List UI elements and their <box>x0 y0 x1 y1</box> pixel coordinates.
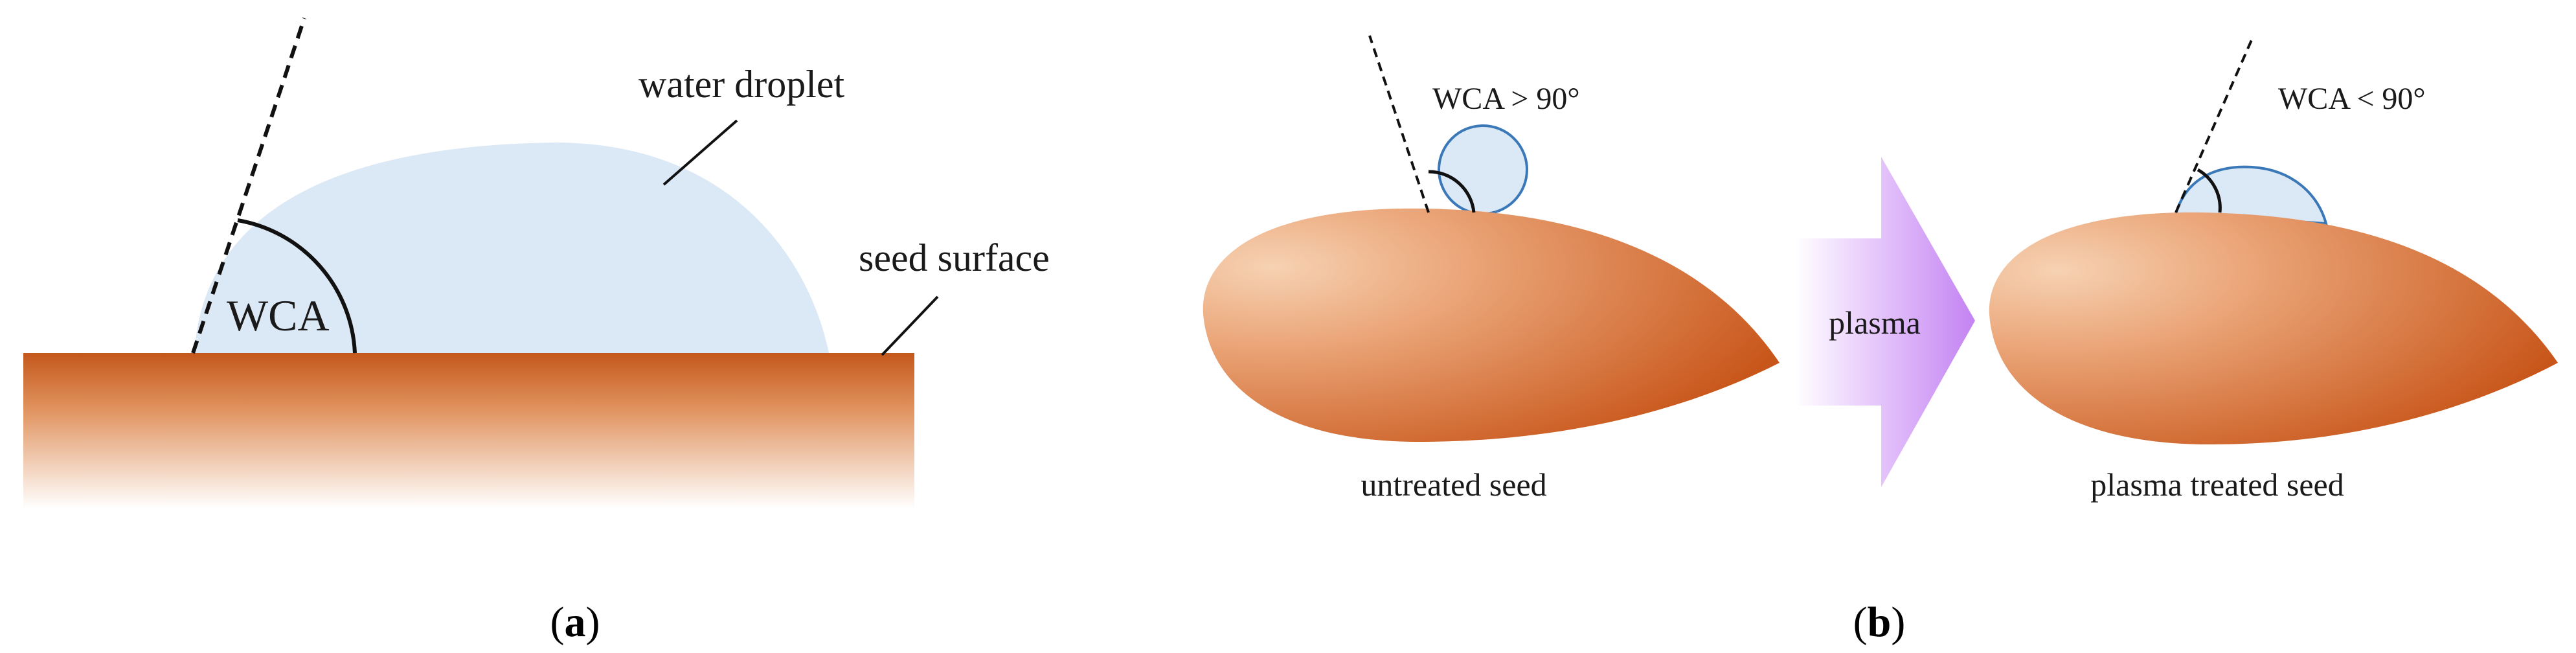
seed-surface <box>23 353 914 509</box>
surface-leader-line <box>881 295 939 356</box>
plasma-arrow-group: plasma <box>1795 157 1975 487</box>
droplet-untreated <box>1438 124 1528 215</box>
treated-seed-caption: plasma treated seed <box>2090 466 2344 503</box>
angle-arc-untreated <box>1428 170 1476 213</box>
seed-treated <box>1989 212 2558 445</box>
angle-arc-a <box>237 218 357 354</box>
panel-b-caption: (b) <box>1853 599 1906 646</box>
panel-b: WCA > 90° untreated seed plasma WCA < 90… <box>1203 35 2558 646</box>
water-droplet-a <box>194 143 829 353</box>
wca-label-a: WCA <box>227 291 330 340</box>
untreated-seed-caption: untreated seed <box>1361 466 1546 503</box>
treated-wca-label: WCA < 90° <box>2278 82 2426 116</box>
treated-seed-group: WCA < 90° plasma treated seed <box>1989 35 2558 503</box>
untreated-seed-group: WCA > 90° untreated seed <box>1203 35 1779 503</box>
droplet-leader-line <box>662 119 738 186</box>
plasma-arrow <box>1795 157 1975 487</box>
water-droplet-label: water droplet <box>638 63 845 106</box>
angle-arc-treated <box>2197 168 2222 213</box>
tangent-line-a <box>191 17 306 354</box>
droplet-treated <box>2174 165 2328 225</box>
untreated-wca-label: WCA > 90° <box>1432 82 1580 116</box>
plasma-label: plasma <box>1829 304 1921 341</box>
seed-surface-label: seed surface <box>859 236 1050 279</box>
panel-a: WCA water droplet seed surface (a) <box>23 17 1050 646</box>
panel-a-caption: (a) <box>550 599 600 646</box>
tangent-line-treated <box>2175 35 2255 213</box>
seed-untreated <box>1203 208 1779 442</box>
tangent-line-untreated <box>1368 35 1430 213</box>
